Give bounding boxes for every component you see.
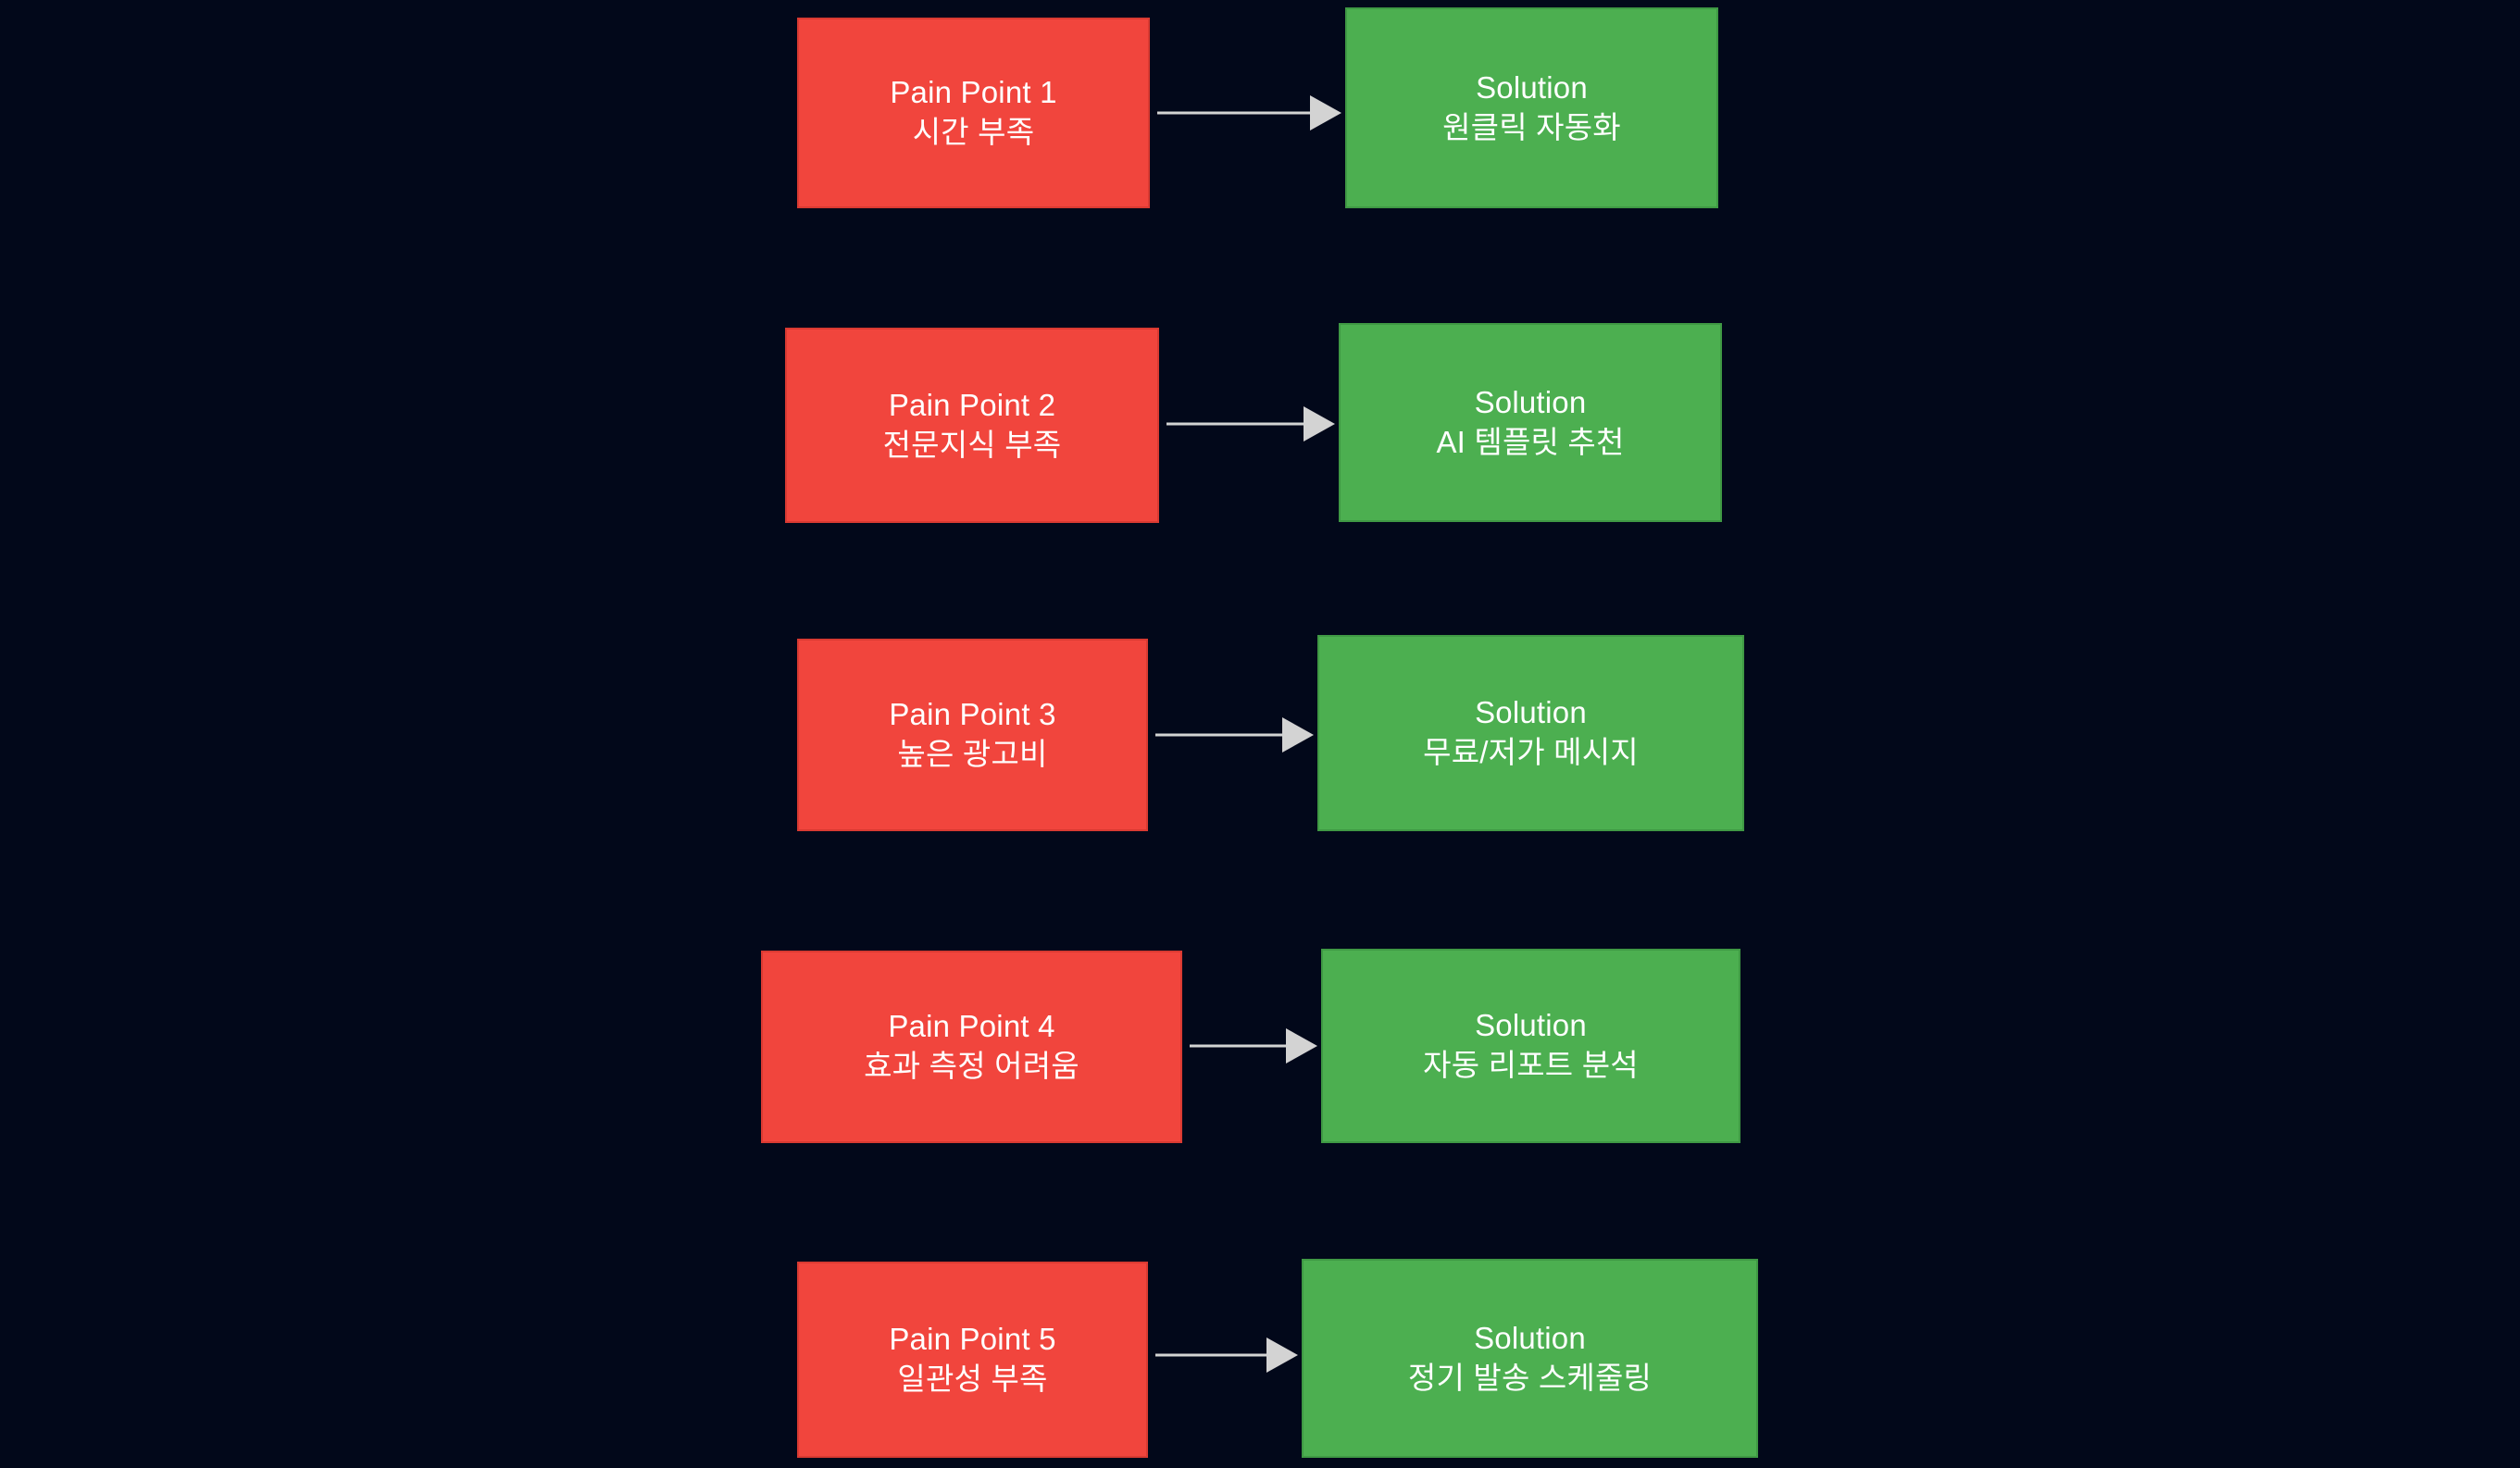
solution-title-3: Solution	[1475, 695, 1587, 730]
solution-title-1: Solution	[1476, 69, 1588, 105]
pain-detail-3: 높은 광고비	[897, 737, 1048, 771]
arrow-shaft	[1166, 422, 1305, 426]
arrow-head-icon	[1310, 95, 1341, 131]
pain-detail-1: 시간 부족	[912, 115, 1035, 149]
arrow-head-icon	[1282, 717, 1314, 753]
solution-detail-1: 원클릭 자동화	[1442, 109, 1621, 144]
pain-point-box-4[interactable]: Pain Point 4 효과 측정 어려움	[761, 951, 1182, 1143]
pain-point-box-2[interactable]: Pain Point 2 전문지식 부족	[785, 328, 1159, 523]
arrow-head-icon	[1286, 1028, 1317, 1064]
arrow-shaft	[1155, 1353, 1268, 1357]
pain-detail-4: 효과 측정 어려움	[864, 1049, 1079, 1083]
pain-point-box-1[interactable]: Pain Point 1 시간 부족	[797, 18, 1150, 208]
pain-point-box-5[interactable]: Pain Point 5 일관성 부족	[797, 1262, 1148, 1458]
solution-box-4[interactable]: Solution 자동 리포트 분석	[1321, 949, 1740, 1143]
arrow-pain-to-solution-1	[1157, 92, 1341, 134]
solution-title-2: Solution	[1474, 384, 1587, 419]
solution-detail-3: 무료/저가 메시지	[1423, 735, 1639, 769]
arrow-pain-to-solution-2	[1166, 403, 1335, 445]
pain-title-3: Pain Point 3	[889, 697, 1056, 732]
pain-title-1: Pain Point 1	[890, 75, 1057, 110]
arrow-head-icon	[1266, 1337, 1298, 1373]
solution-box-3[interactable]: Solution 무료/저가 메시지	[1317, 635, 1744, 831]
solution-box-5[interactable]: Solution 정기 발송 스케줄링	[1302, 1259, 1758, 1458]
solution-detail-5: 정기 발송 스케줄링	[1407, 1360, 1653, 1395]
pain-detail-2: 전문지식 부족	[882, 427, 1062, 462]
pain-title-2: Pain Point 2	[888, 387, 1056, 422]
solution-title-4: Solution	[1475, 1008, 1587, 1043]
arrow-pain-to-solution-5	[1155, 1334, 1298, 1376]
pain-title-4: Pain Point 4	[888, 1009, 1055, 1044]
arrow-pain-to-solution-3	[1155, 714, 1314, 756]
pain-detail-5: 일관성 부족	[897, 1362, 1048, 1396]
solution-detail-4: 자동 리포트 분석	[1423, 1048, 1639, 1082]
arrow-head-icon	[1304, 406, 1335, 442]
arrow-shaft	[1157, 111, 1312, 115]
arrow-pain-to-solution-4	[1190, 1025, 1317, 1067]
pain-title-5: Pain Point 5	[889, 1322, 1056, 1357]
solution-box-1[interactable]: Solution 원클릭 자동화	[1345, 7, 1718, 208]
solution-title-5: Solution	[1474, 1320, 1586, 1355]
solution-box-2[interactable]: Solution AI 템플릿 추천	[1339, 323, 1722, 522]
arrow-shaft	[1190, 1044, 1288, 1048]
pain-point-box-3[interactable]: Pain Point 3 높은 광고비	[797, 639, 1148, 831]
arrow-shaft	[1155, 733, 1284, 737]
solution-detail-2: AI 템플릿 추천	[1436, 424, 1625, 459]
